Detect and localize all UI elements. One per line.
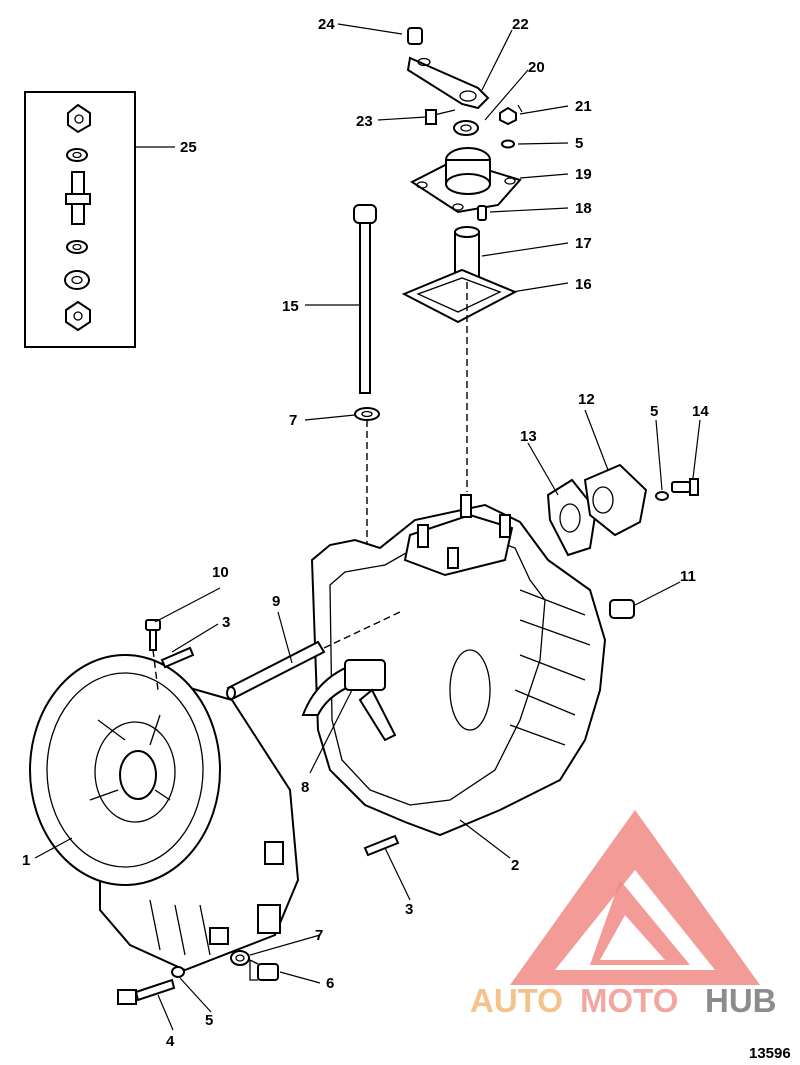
figure-number: 13596 (749, 1045, 791, 1062)
shift-rail (226, 640, 326, 700)
callout-7-top: 7 (289, 412, 297, 429)
callout-22: 22 (512, 16, 529, 33)
watermark-text-auto: AUTO (470, 982, 563, 1019)
callout-23: 23 (356, 113, 373, 130)
callout-18: 18 (575, 200, 592, 217)
shift-fork (301, 658, 397, 742)
pump-group (546, 463, 699, 557)
callout-19: 19 (575, 166, 592, 183)
callout-3-left: 3 (222, 614, 230, 631)
callout-5-right: 5 (650, 403, 658, 420)
callout-5-bottom: 5 (205, 1012, 213, 1029)
shift-lever-assembly (406, 27, 517, 149)
callout-21: 21 (575, 98, 592, 115)
watermark-text-hub: HUB (705, 982, 777, 1019)
callout-7-bottom: 7 (315, 927, 323, 944)
callout-12: 12 (578, 391, 595, 408)
callout-5-top: 5 (575, 135, 583, 152)
fasteners (117, 619, 400, 1005)
callout-4: 4 (166, 1033, 175, 1050)
leader-lines (34, 23, 701, 1031)
shift-cover-group (401, 147, 522, 324)
callout-13: 13 (520, 428, 537, 445)
callout-10: 10 (212, 564, 229, 581)
hardware-kit-box (24, 91, 136, 348)
callout-9: 9 (272, 593, 280, 610)
callout-6: 6 (326, 975, 334, 992)
watermark-logo (510, 810, 760, 985)
callout-24: 24 (318, 16, 335, 33)
callout-3-bottom: 3 (405, 901, 413, 918)
callout-8: 8 (301, 779, 309, 796)
callout-11: 11 (680, 568, 696, 585)
watermark-text-moto: MOTO (580, 982, 678, 1019)
callout-14: 14 (692, 403, 709, 420)
callout-2: 2 (511, 857, 519, 874)
callout-20: 20 (528, 59, 545, 76)
callout-25: 25 (180, 139, 197, 156)
callout-1: 1 (22, 852, 30, 869)
callouts: 24 22 20 21 23 5 25 19 18 17 16 15 12 5 … (22, 16, 709, 1050)
callout-15: 15 (282, 298, 299, 315)
fitting (609, 599, 635, 619)
callout-16: 16 (575, 276, 592, 293)
dipstick-group (353, 204, 380, 421)
main-case (310, 494, 607, 837)
assembly-lines (152, 282, 468, 691)
bell-housing (29, 654, 300, 972)
callout-17: 17 (575, 235, 592, 252)
